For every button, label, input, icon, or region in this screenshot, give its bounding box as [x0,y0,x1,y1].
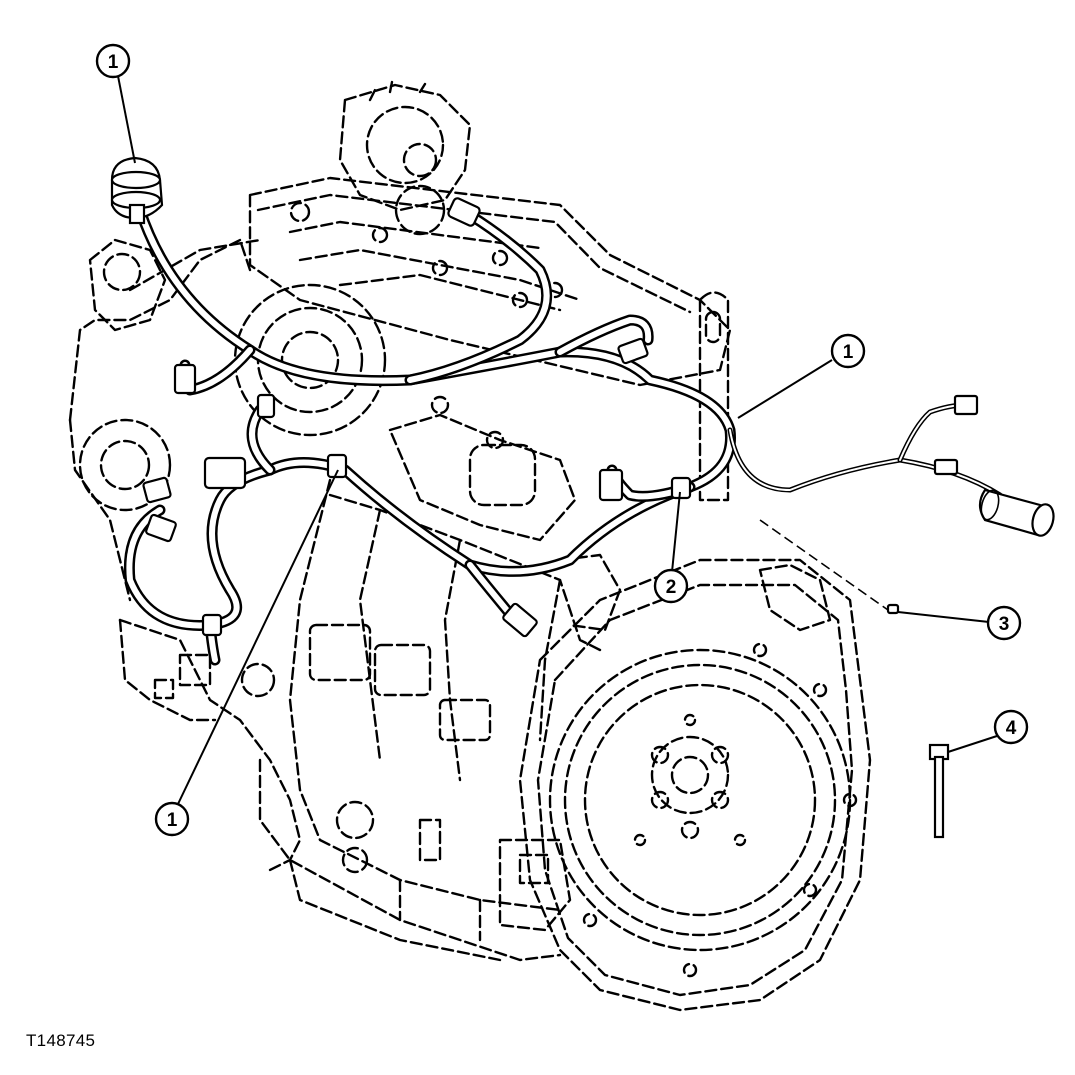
engine-outline [68,80,872,1012]
callout-label: 1 [843,342,854,363]
callout-1-top: 1 [95,43,131,79]
tie-strap [928,743,950,839]
callout-1-right: 1 [830,333,866,369]
callout-label: 1 [108,52,119,73]
callout-label: 2 [666,577,677,598]
callout-4: 4 [993,709,1029,745]
callout-label: 3 [999,614,1010,635]
callout-1-bottom: 1 [154,801,190,837]
callouts [117,75,1001,805]
harness-connectors [110,156,1055,638]
callout-label: 1 [167,810,178,831]
cap-screw [759,519,900,615]
callout-3: 3 [986,605,1022,641]
figure-id: T148745 [26,1031,96,1050]
callout-2: 2 [653,568,689,604]
callout-label: 4 [1006,718,1017,739]
